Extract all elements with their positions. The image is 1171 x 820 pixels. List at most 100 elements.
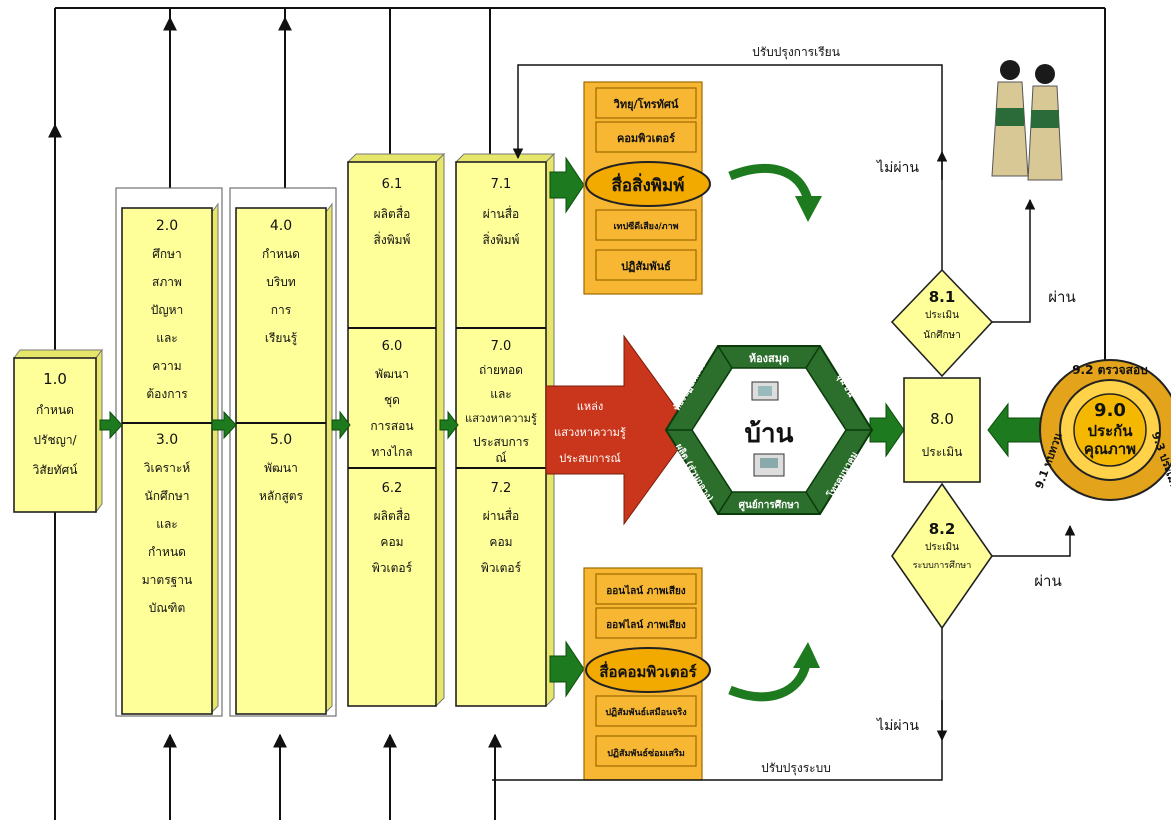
top-media-label-2: คอมพิวเตอร์ xyxy=(617,132,675,145)
box-6-0-line-1: พัฒนา xyxy=(375,367,409,381)
box-1-0: 1.0 กำหนด ปรัชญา/ วิสัยทัศน์ xyxy=(13,348,103,514)
box-6-0-line-2: ชุด xyxy=(384,393,400,408)
box-7-2-line-2: คอม xyxy=(489,535,512,549)
hexagon-label-bottom: ศูนย์การศึกษา xyxy=(739,499,800,512)
box-7-0-line-2: และ xyxy=(490,387,512,401)
box-8-0-number: 8.0 xyxy=(930,410,954,428)
arrow-7-1-to-top-media xyxy=(549,156,585,214)
learning-sources-hexagon: ห้องสมุด ชุมชน โทรคมนาคม ศูนย์การศึกษา ผ… xyxy=(664,345,874,515)
box-6-2-number: 6.2 xyxy=(382,481,403,496)
label-fail-bottom: ไม่ผ่าน xyxy=(876,717,919,734)
box-4-0-line-3: การ xyxy=(271,303,292,317)
red-arrow-resource: แหล่ง แสวงหาความรู้ ประสบการณ์ xyxy=(545,334,693,526)
box-7-1-line-1: ผ่านสื่อ xyxy=(483,205,520,221)
bottom-media-item-1 xyxy=(595,573,697,605)
quality-line-2: คุณภาพ xyxy=(1084,440,1136,459)
diamond-8-1-line-2: นักศึกษา xyxy=(923,329,961,341)
bottom-media-highlight-ellipse xyxy=(585,647,711,693)
label-fail-top: ไม่ผ่าน xyxy=(876,159,919,176)
box-3-0-line-3: และ xyxy=(156,517,178,531)
diamond-8-2-line-1: ประเมิน xyxy=(925,542,959,553)
box-2-0-line-3: ปัญหา xyxy=(151,303,184,317)
box-2-0-line-5: ความ xyxy=(152,359,181,373)
box-7-0-line-1: ถ่ายทอด xyxy=(479,363,523,377)
box-1-0-number: 1.0 xyxy=(43,370,67,388)
box-5-0-line-2: หลักสูตร xyxy=(259,489,304,504)
bottom-media-label-2: ออฟไลน์ ภาพเสียง xyxy=(606,618,686,631)
column-2-3: 2.0 ศึกษา สภาพ ปัญหา และ ความ ต้องการ 3.… xyxy=(115,187,223,717)
arrow-7-2-to-bottom-media xyxy=(549,640,585,698)
top-media-item-4 xyxy=(595,209,697,241)
diamond-8-1: 8.1 ประเมิน นักศึกษา ผ่าน xyxy=(890,198,1076,378)
column-6: 6.1 ผลิตสื่อ สิ่งพิมพ์ 6.0 พัฒนา ชุด การ… xyxy=(346,152,446,708)
outer-connector-lines xyxy=(48,7,1106,820)
box-5-0-number: 5.0 xyxy=(270,432,292,448)
box-1-0-line-3: วิสัยทัศน์ xyxy=(32,463,77,477)
library-icon xyxy=(751,381,779,401)
box-8-0-label: ประเมิน xyxy=(922,445,963,459)
arrow-4-to-6 xyxy=(331,410,351,440)
box-6-1-line-2: สิ่งพิมพ์ xyxy=(374,231,411,247)
box-4-0-number: 4.0 xyxy=(270,218,292,234)
label-pass-top: ผ่าน xyxy=(1048,288,1075,306)
red-arrow-line-2: แสวงหาความรู้ xyxy=(554,426,626,439)
box-2-0-line-2: สภาพ xyxy=(152,275,182,289)
box-6-2-line-1: ผลิตสื่อ xyxy=(374,507,411,523)
top-media-item-1 xyxy=(595,87,697,119)
box-3-0-line-6: บัณฑิต xyxy=(149,601,186,615)
column-4-5: 4.0 กำหนด บริบท การ เรียนรู้ 5.0 พัฒนา ห… xyxy=(229,187,337,717)
top-media-label-4: เทปซีดีเสียง/ภาพ xyxy=(613,221,678,232)
box-7-0-number: 7.0 xyxy=(491,339,512,354)
label-improve-teaching: ปรับปรุงการเรียน xyxy=(752,45,840,60)
top-media-label-5: ปฏิสัมพันธ์ xyxy=(621,260,671,273)
box-6-1-line-1: ผลิตสื่อ xyxy=(374,205,411,221)
box-8-0: 8.0 ประเมิน xyxy=(903,377,981,483)
box-3-0-line-2: นักศึกษา xyxy=(145,489,190,503)
box-6-0-number: 6.0 xyxy=(382,339,403,354)
bottom-media-label-5: ปฏิสัมพันธ์ซ่อมเสริม xyxy=(607,747,685,759)
box-7-0-line-4: ประสบการ xyxy=(473,435,529,449)
device-icon xyxy=(753,453,785,477)
red-arrow-line-1: แหล่ง xyxy=(577,400,603,413)
quality-segment-2: 9.2 ตรวจสอบ xyxy=(1072,363,1148,377)
box-1-0-line-2: ปรัชญา/ xyxy=(33,433,77,447)
box-6-2-line-3: พิวเตอร์ xyxy=(372,561,413,575)
top-media-stack: วิทยุ/โทรทัศน์ คอมพิวเตอร์ สื่อสิ่งพิมพ์… xyxy=(583,81,711,295)
hexagon-label-top: ห้องสมุด xyxy=(749,352,789,366)
hexagon-center-home: บ้าน xyxy=(745,419,794,449)
diamond-8-2-line-2: ระบบการศึกษา xyxy=(913,560,972,571)
box-3-0-line-1: วิเคราะห์ xyxy=(144,461,191,475)
quality-number: 9.0 xyxy=(1094,400,1126,421)
bottom-media-label-3: สื่อคอมพิวเตอร์ xyxy=(599,661,697,681)
box-7-0-line-5: ณ์ xyxy=(495,451,506,465)
improve-loop-bottom: ปรับปรุงระบบ ไม่ผ่าน xyxy=(492,628,948,781)
label-pass-bottom: ผ่าน xyxy=(1034,572,1061,590)
diamond-8-2-number: 8.2 xyxy=(929,520,956,538)
box-7-2-line-3: พิวเตอร์ xyxy=(481,561,522,575)
box-7-2-line-1: ผ่านสื่อ xyxy=(483,507,520,523)
box-5-0-line-1: พัฒนา xyxy=(264,461,298,475)
box-6-2-line-2: คอม xyxy=(380,535,403,549)
box-4-0-line-2: บริบท xyxy=(266,275,296,289)
top-media-label-1: วิทยุ/โทรทัศน์ xyxy=(613,97,679,112)
box-2-0-line-1: ศึกษา xyxy=(152,247,182,261)
box-7-2-number: 7.2 xyxy=(491,481,512,496)
diamond-8-1-line-1: ประเมิน xyxy=(925,310,959,321)
red-arrow-line-3: ประสบการณ์ xyxy=(559,452,620,465)
bottom-media-item-5 xyxy=(595,735,697,767)
bottom-media-stack: ออนไลน์ ภาพเสียง ออฟไลน์ ภาพเสียง สื่อคอ… xyxy=(583,567,711,781)
box-6-1-number: 6.1 xyxy=(382,177,403,192)
box-4-0-line-4: เรียนรู้ xyxy=(265,331,298,346)
quality-assurance-9-0: 9.0 ประกัน คุณภาพ 9.2 ตรวจสอบ 9.1 ทบทวน … xyxy=(1033,359,1171,501)
arrow-hex-to-8 xyxy=(869,402,905,458)
bottom-media-label-4: ปฏิสัมพันธ์เสมือนจริง xyxy=(605,706,686,718)
box-7-0-line-3: แสวงหาความรู้ xyxy=(465,412,537,425)
box-7-1-number: 7.1 xyxy=(491,177,512,192)
box-3-0-line-4: กำหนด xyxy=(148,545,186,559)
flow-arrows xyxy=(99,156,1051,698)
diamond-8-1-number: 8.1 xyxy=(929,288,956,306)
box-7-1-line-2: สิ่งพิมพ์ xyxy=(483,231,520,247)
quality-line-1: ประกัน xyxy=(1088,422,1134,440)
bottom-media-label-1: ออนไลน์ ภาพเสียง xyxy=(606,584,686,597)
